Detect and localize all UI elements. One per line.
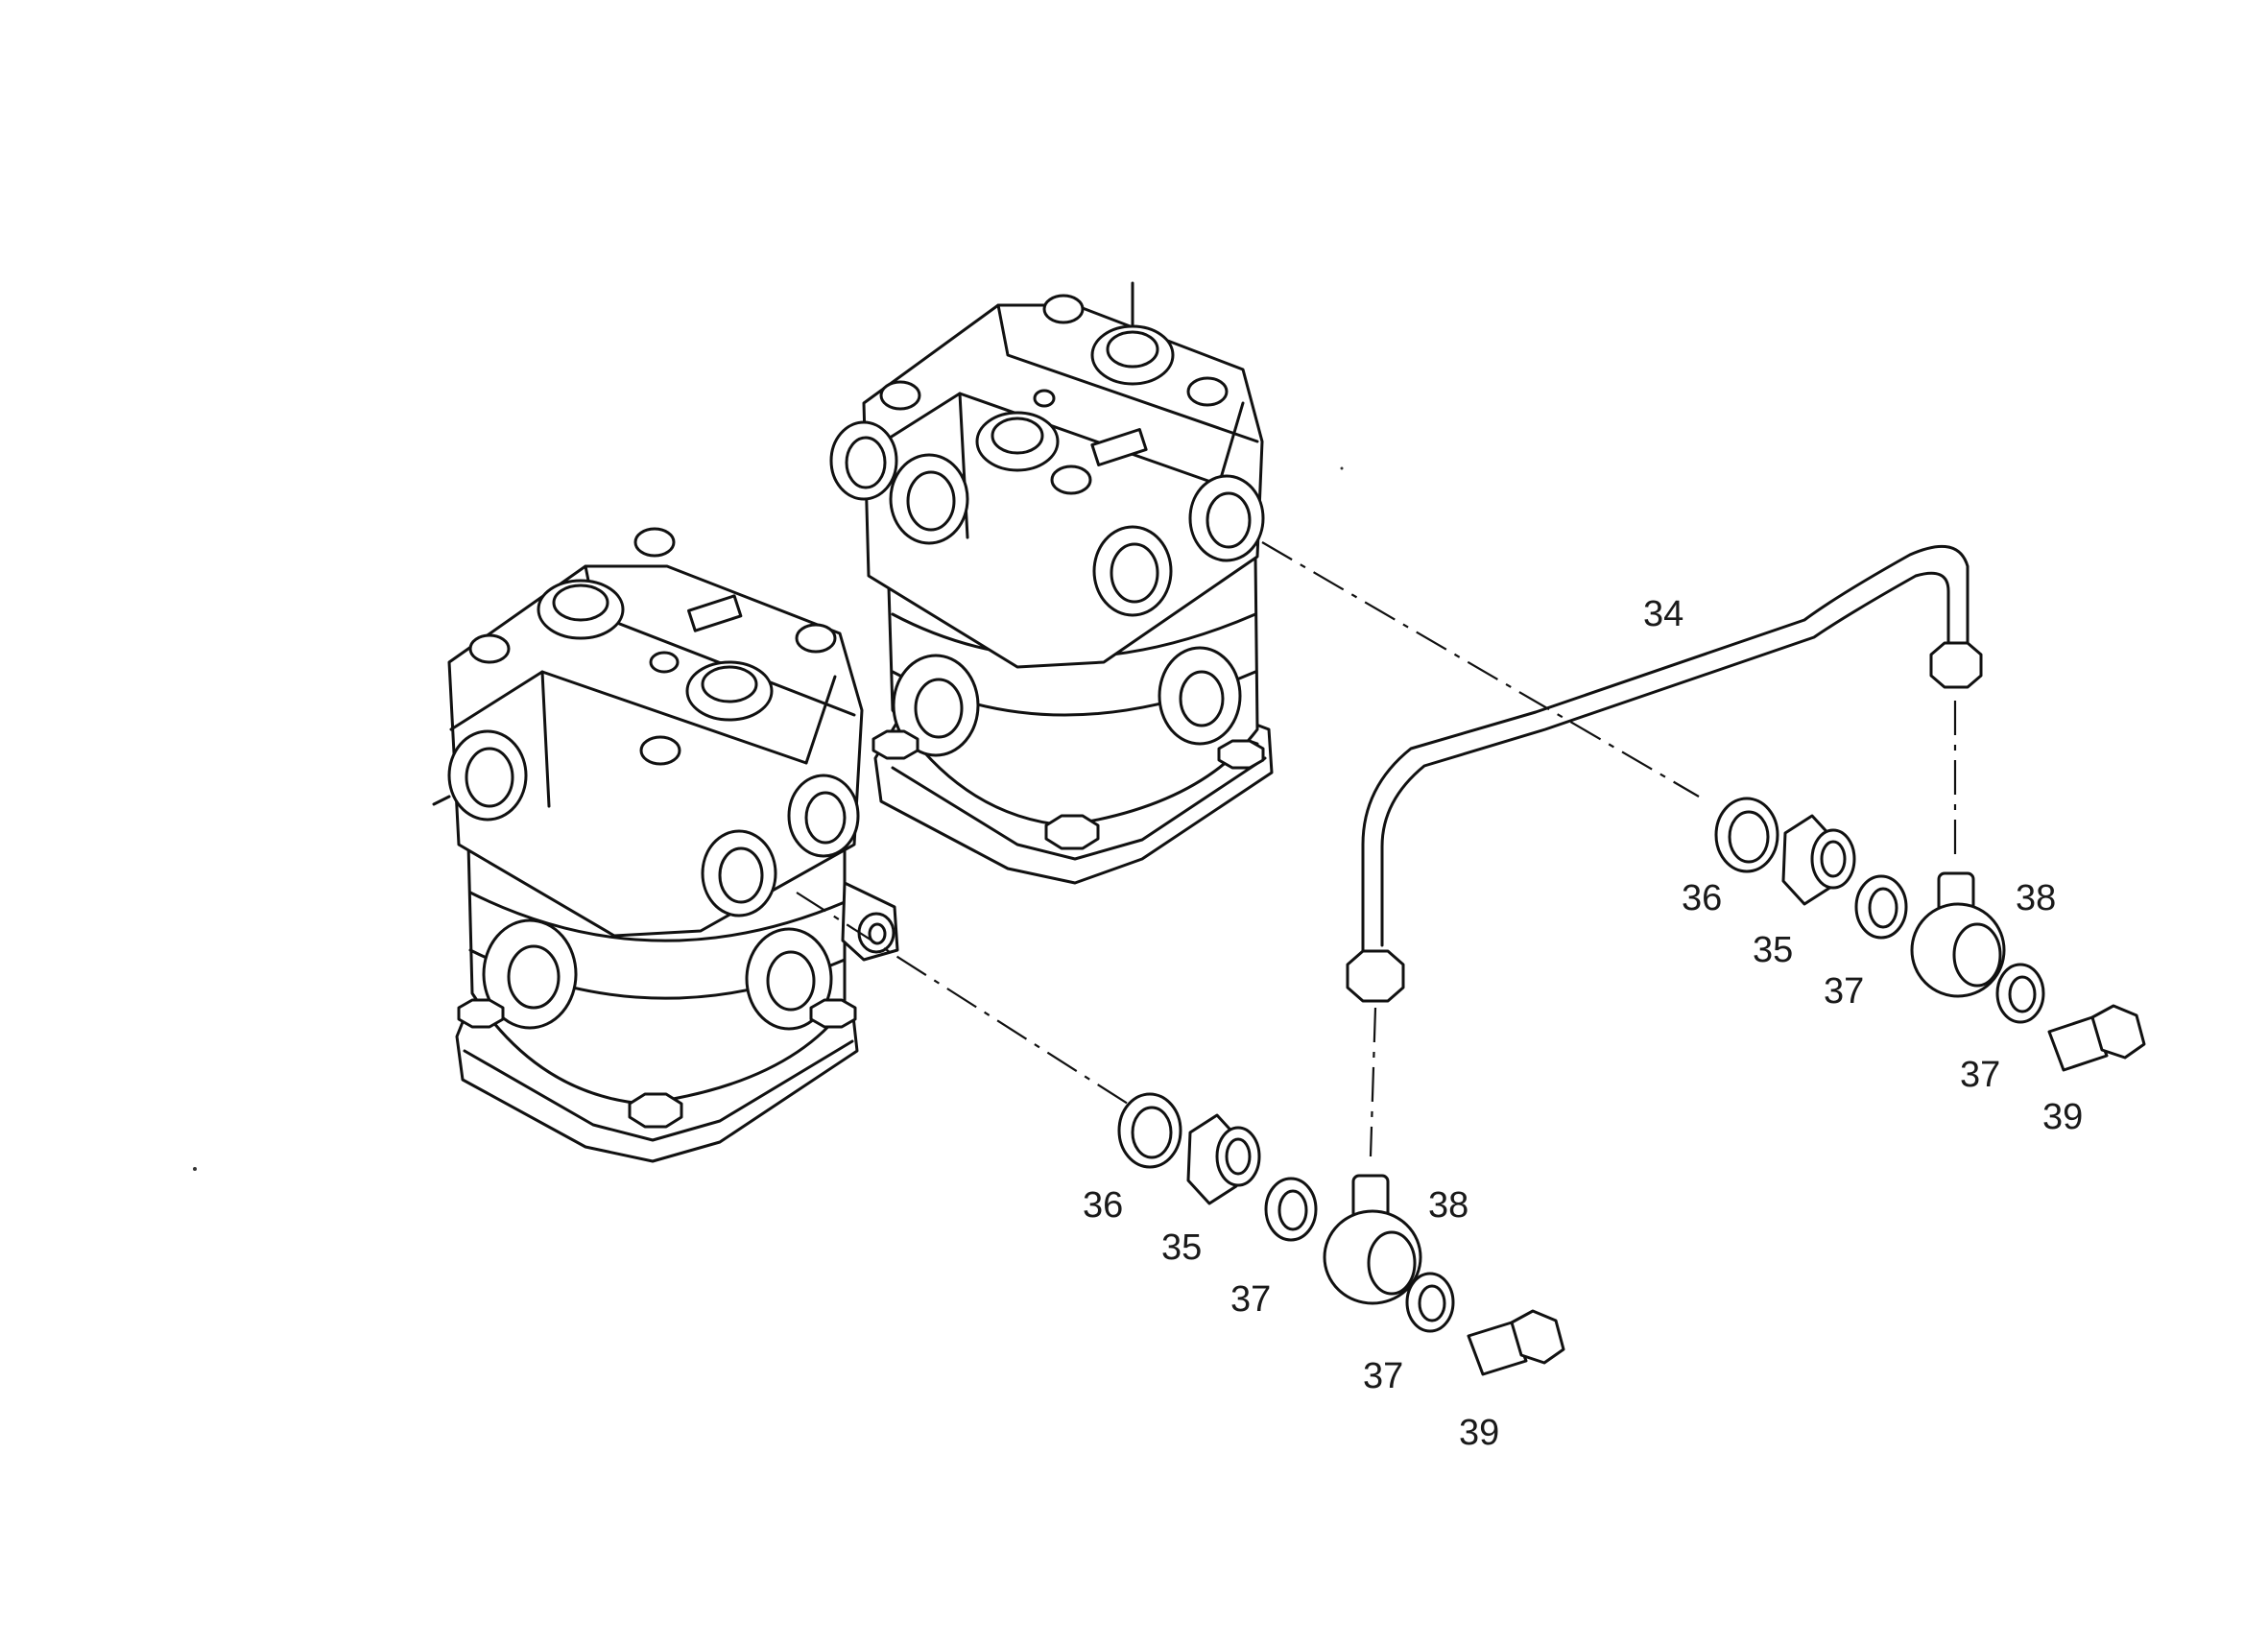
compressor-rear (831, 283, 1272, 883)
callout-banjo-left: 38 (1428, 1185, 1468, 1226)
callout-pipe: 34 (1643, 594, 1683, 634)
fittings-right (1716, 798, 2144, 1070)
callout-washer-left-b: 37 (1363, 1356, 1403, 1396)
callout-banjo-right: 38 (2016, 878, 2056, 918)
pipe (1348, 546, 1981, 1001)
center-lines (797, 542, 1955, 1156)
callout-bolt-right: 39 (2042, 1097, 2083, 1137)
fittings-left (1119, 1094, 1564, 1374)
callout-union-nut-left: 35 (1161, 1227, 1202, 1268)
callout-bolt-left: 39 (1459, 1413, 1499, 1453)
callout-washer-right-b: 37 (1960, 1055, 2000, 1095)
callout-labels: 34 36 35 37 38 37 39 36 35 37 38 37 39 (1083, 594, 2083, 1453)
callout-seal-ring-left: 36 (1083, 1185, 1123, 1226)
callout-union-nut-right: 35 (1753, 930, 1793, 970)
callout-washer-left-a: 37 (1230, 1279, 1271, 1320)
pipe-nut-right (1931, 643, 1981, 687)
callout-seal-ring-right: 36 (1682, 878, 1722, 918)
callout-washer-right-a: 37 (1824, 971, 1864, 1012)
speck (193, 1167, 197, 1171)
speck (1340, 466, 1344, 470)
pipe-nut-left (1348, 951, 1403, 1001)
compressor-front (434, 529, 897, 1161)
